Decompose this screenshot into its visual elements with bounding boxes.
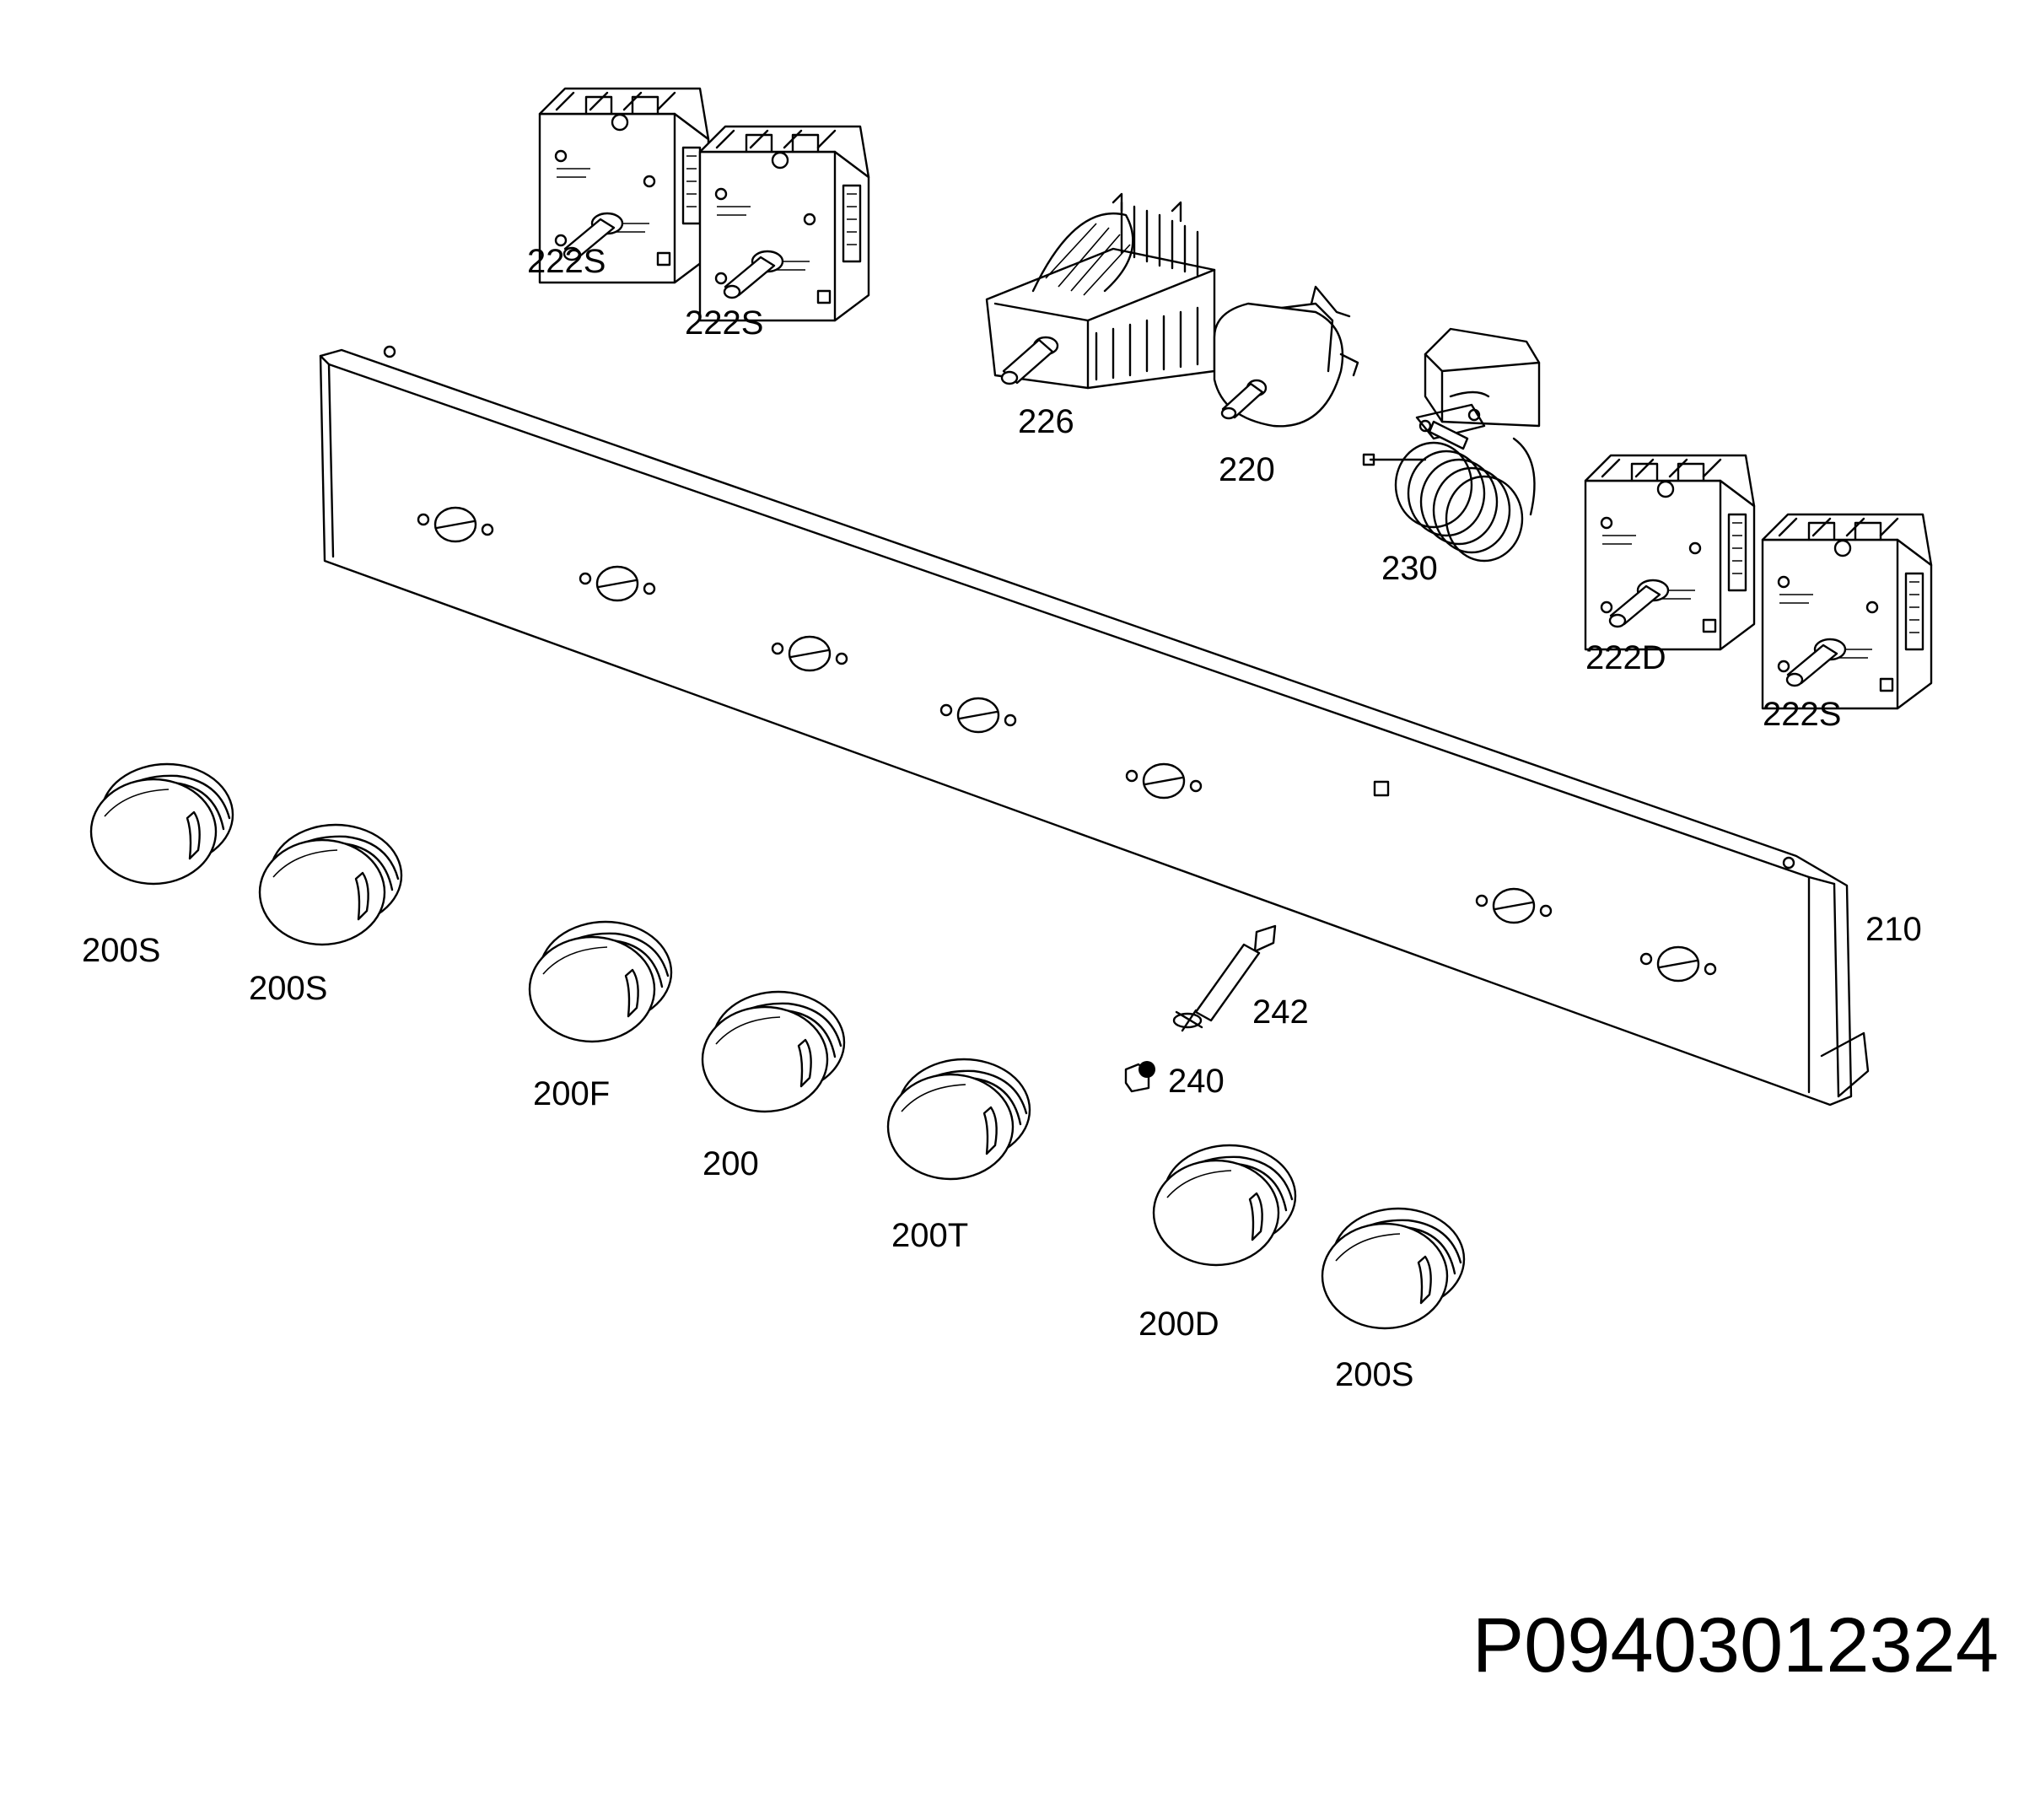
drawing-code: P09403012324	[1472, 1602, 1999, 1688]
label-200s-a: 200S	[82, 932, 160, 969]
label-200t: 200T	[891, 1217, 968, 1254]
label-200: 200	[702, 1145, 759, 1182]
knob-200s-b	[258, 823, 403, 946]
label-222d: 222D	[1585, 639, 1666, 676]
label-220: 220	[1219, 451, 1275, 488]
label-222s-c: 222S	[1763, 696, 1841, 733]
thermostat-230	[1362, 327, 1541, 563]
label-222s-b: 222S	[685, 304, 763, 342]
switch-222d	[1584, 454, 1756, 651]
label-242: 242	[1252, 993, 1309, 1031]
label-200f: 200F	[533, 1075, 610, 1112]
knob-200t	[886, 1058, 1031, 1181]
thermostat-220	[1213, 285, 1359, 428]
selector-switch-226	[985, 192, 1216, 390]
label-230: 230	[1381, 550, 1438, 587]
knob-200	[701, 990, 846, 1113]
label-200d: 200D	[1138, 1306, 1219, 1343]
indicator-lamp-242	[1172, 924, 1277, 1032]
label-222s-a: 222S	[527, 243, 606, 280]
label-240: 240	[1168, 1063, 1225, 1100]
control-panel-210	[319, 345, 1870, 1107]
knob-200f	[528, 920, 673, 1043]
label-210: 210	[1865, 911, 1922, 948]
switch-222s-b	[698, 125, 870, 322]
knob-200d	[1152, 1144, 1297, 1267]
label-226: 226	[1018, 403, 1074, 440]
label-200s-b: 200S	[249, 970, 327, 1007]
switch-222s-c	[1761, 513, 1933, 710]
retaining-clip-240	[1124, 1061, 1155, 1093]
knob-200s-c	[1321, 1207, 1466, 1330]
knob-200s-a	[89, 762, 234, 886]
label-200s-c: 200S	[1335, 1356, 1413, 1393]
